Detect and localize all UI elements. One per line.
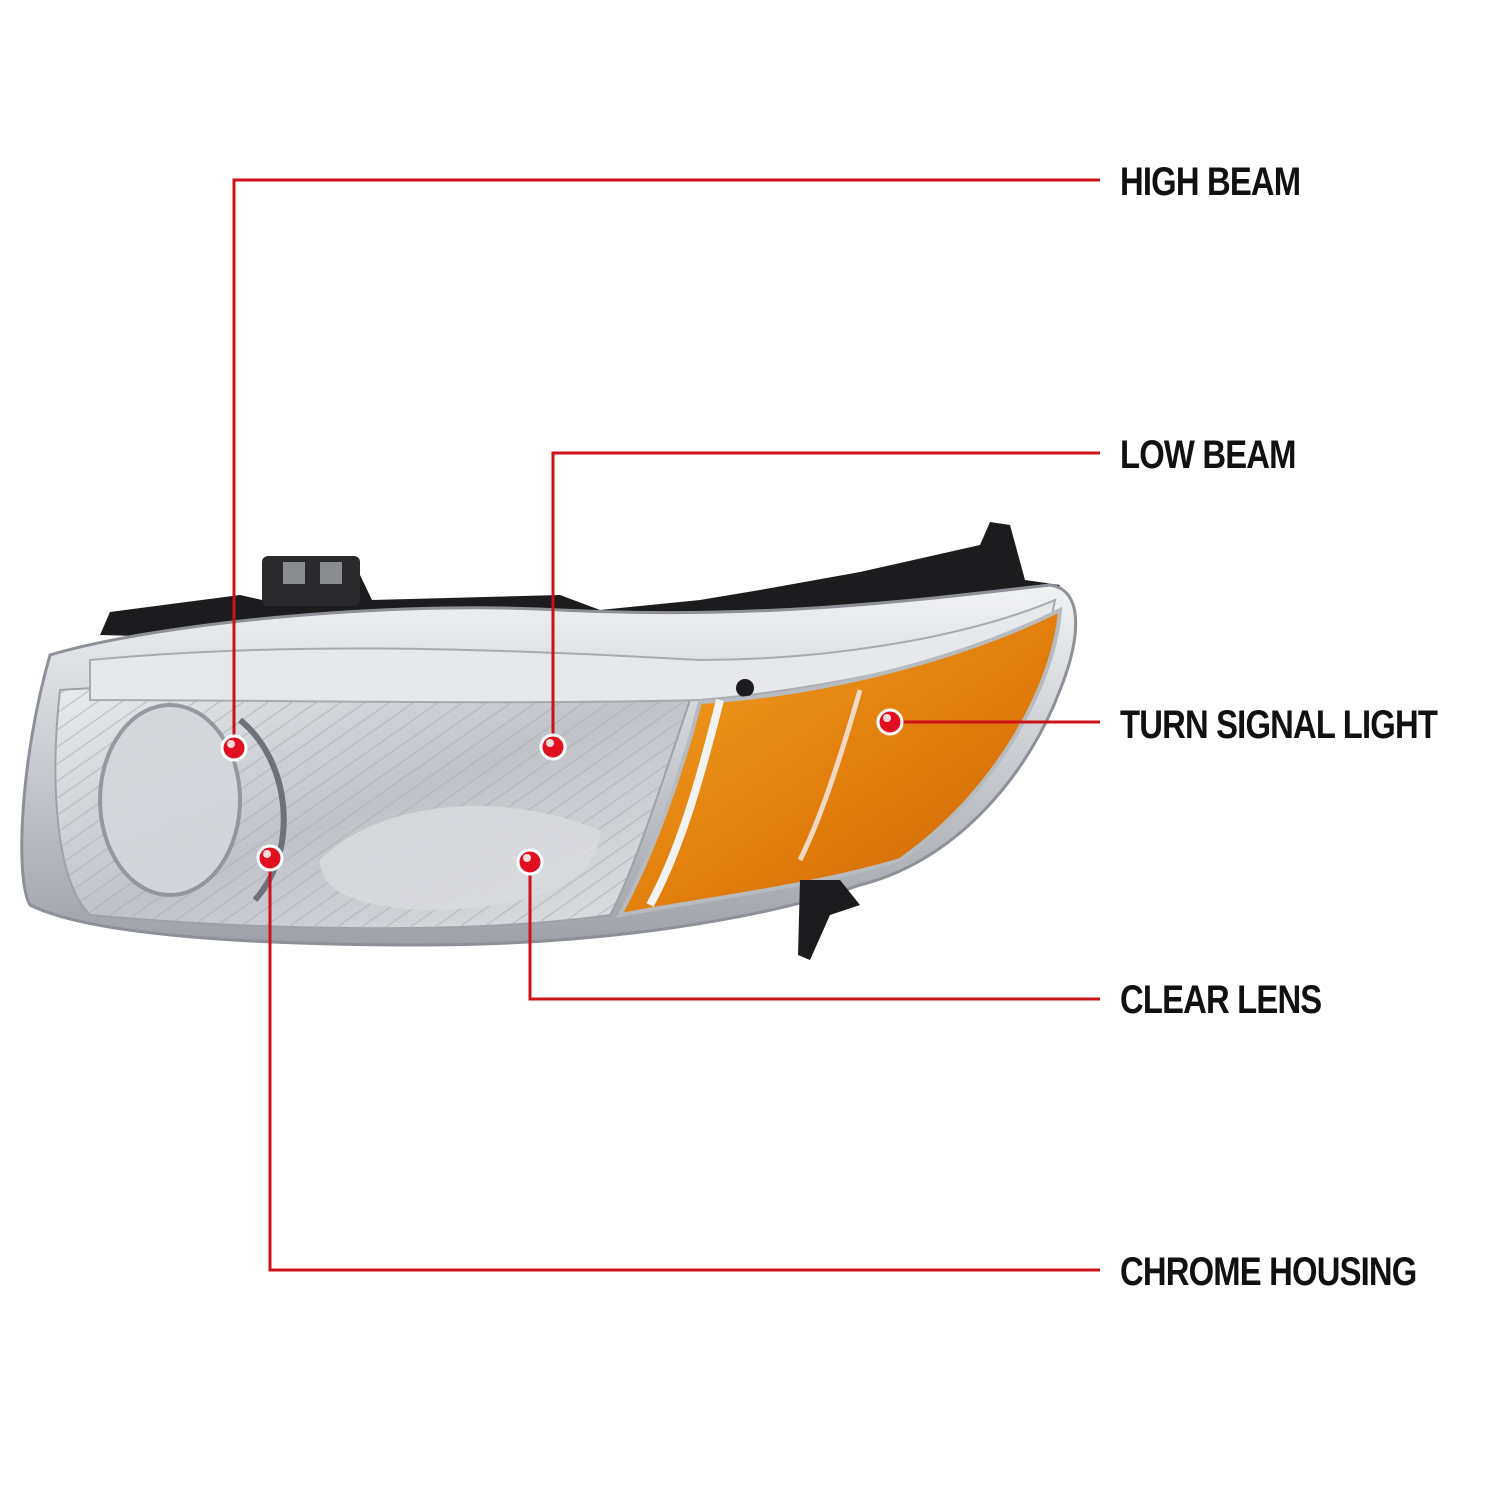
callout-dot-chrome-housing — [256, 844, 284, 872]
callout-dot-clear-lens — [516, 848, 544, 876]
callout-line-high-beam — [232, 178, 1100, 748]
callout-dot-low-beam — [539, 733, 567, 761]
label-clear-lens: CLEAR LENS — [1120, 978, 1322, 1022]
label-chrome-housing: CHROME HOUSING — [1120, 1250, 1417, 1294]
callout-line-clear-lens — [528, 862, 1100, 1001]
label-turn-signal-light: TURN SIGNAL LIGHT — [1120, 703, 1438, 747]
label-high-beam: HIGH BEAM — [1120, 160, 1301, 204]
callout-dot-turn-signal — [876, 708, 904, 736]
label-low-beam: LOW BEAM — [1120, 433, 1296, 477]
callout-line-chrome-housing — [268, 858, 1100, 1272]
callout-line-low-beam — [551, 451, 1100, 747]
